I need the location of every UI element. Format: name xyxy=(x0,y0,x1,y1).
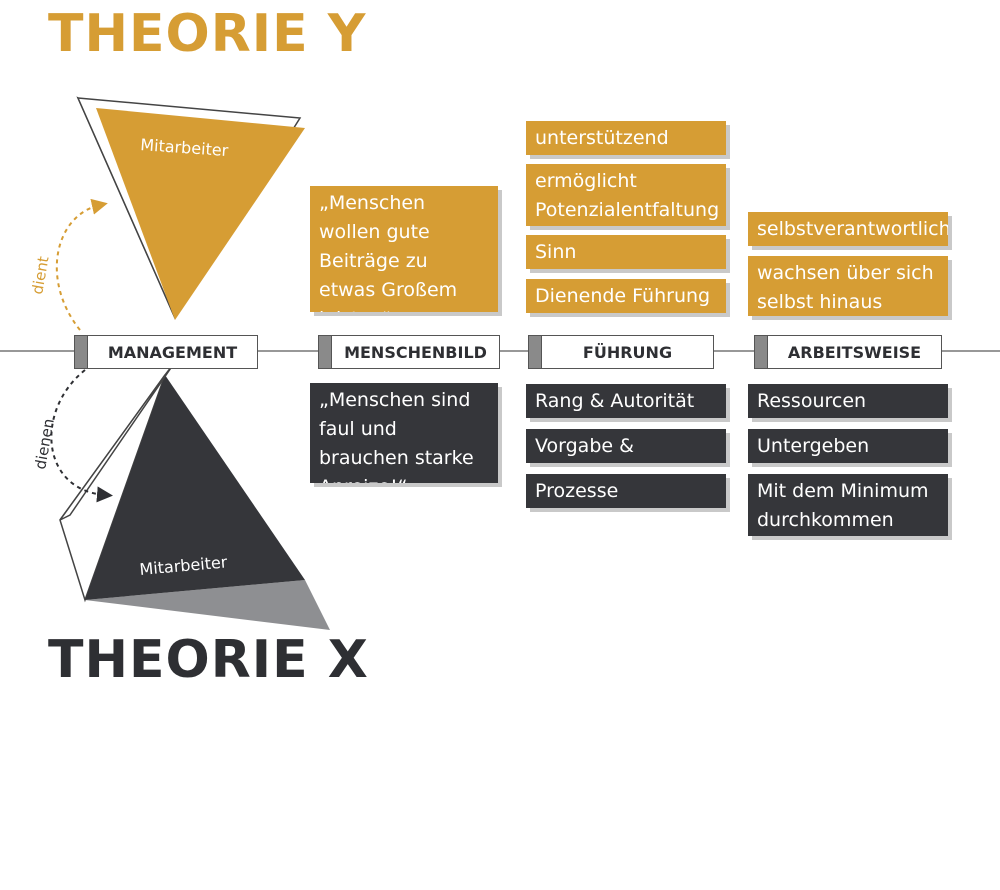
menschenbild-label: MENSCHENBILD xyxy=(332,335,500,369)
fuehrung-x-item: Prozesse xyxy=(526,474,726,508)
management-label: MANAGEMENT xyxy=(88,335,258,369)
arbeitsweise-y-item: wachsen über sich selbst hinaus xyxy=(748,256,948,316)
fuehrung-label: FÜHRUNG xyxy=(542,335,714,369)
fuehrung-y-item: Sinn xyxy=(526,235,726,269)
fuehrung-y-item: unterstützend xyxy=(526,121,726,155)
arbeitsweise-x-item: Untergeben xyxy=(748,429,948,463)
theory-x-triangle xyxy=(59,361,330,630)
arbeitsweise-x-item: Ressourcen xyxy=(748,384,948,418)
fuehrung-label-cap xyxy=(528,335,542,369)
management-label-cap xyxy=(74,335,88,369)
arbeitsweise-label-cap xyxy=(754,335,768,369)
theory-y-title: THEORIE Y xyxy=(48,4,367,64)
arbeitsweise-label: ARBEITSWEISE xyxy=(768,335,942,369)
theory-y-triangle xyxy=(76,96,305,320)
arbeitsweise-x-item: Mit dem Minimum durchkommen xyxy=(748,474,948,536)
menschenbild-theory-y-box: „Menschen wollen gute Beiträge zu etwas … xyxy=(310,186,498,312)
menschenbild-label-cap xyxy=(318,335,332,369)
dienen-label: dienen xyxy=(31,417,58,471)
fuehrung-x-item: Vorgabe & Kontrolle xyxy=(526,429,726,463)
dient-label: dient xyxy=(28,255,52,296)
arbeitsweise-y-item: selbstverantwortlich xyxy=(748,212,948,246)
fuehrung-x-item: Rang & Autorität xyxy=(526,384,726,418)
fuehrung-y-item: Dienende Führung xyxy=(526,279,726,313)
menschenbild-theory-x-box: „Menschen sind faul und brauchen starke … xyxy=(310,383,498,483)
dient-arrow xyxy=(55,198,108,331)
fuehrung-y-item: ermöglicht Potenzialentfaltung xyxy=(526,164,726,226)
theory-x-title: THEORIE X xyxy=(48,630,369,690)
